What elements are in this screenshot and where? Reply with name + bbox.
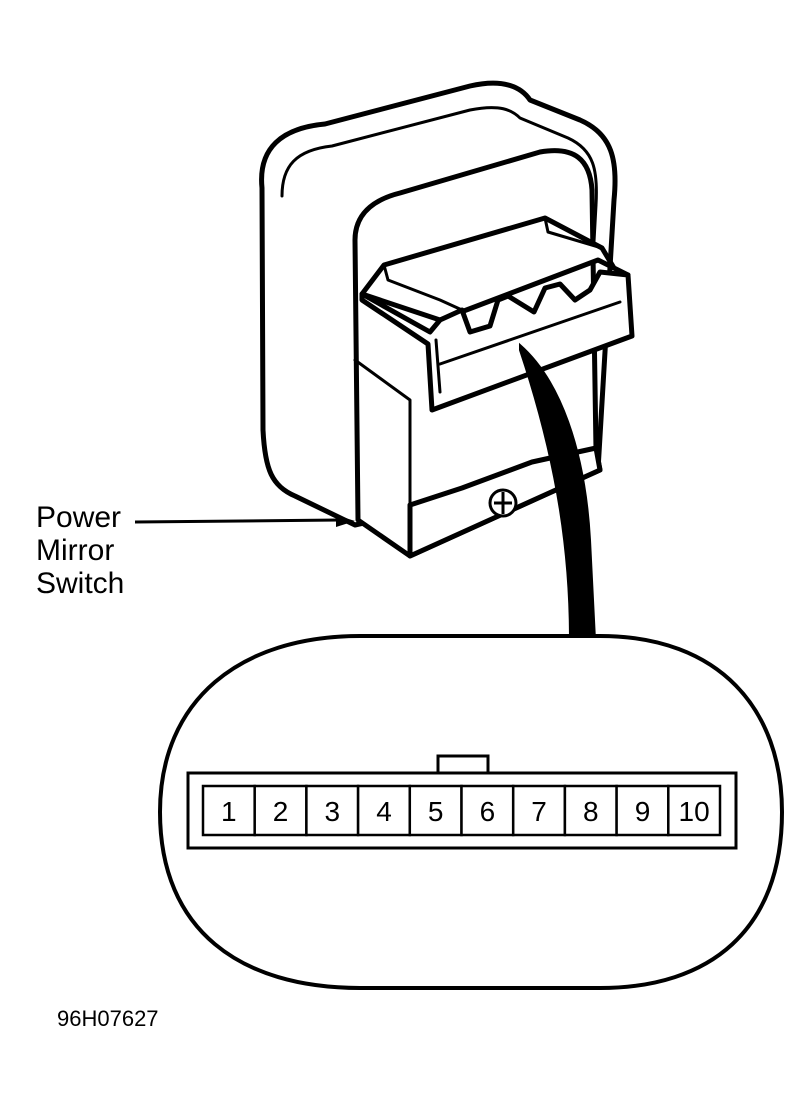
pin-number: 8 [583,796,599,827]
connector-block-ledge [434,300,622,394]
pin-cavity [253,784,308,837]
pin-number: 6 [480,796,496,827]
connector-pin-5: 5 [408,784,463,837]
housing-seam [353,358,412,558]
pin-cavity [305,784,360,837]
pin-number: 9 [635,796,651,827]
connector-pin-6: 6 [460,784,515,837]
connector-pin-7: 7 [511,784,567,837]
pin-cavity [667,784,722,837]
connector-pin-1: 1 [201,784,256,837]
callout-leader [134,515,355,527]
figure-id: 96H07627 [57,1006,159,1031]
pin-number: 7 [531,796,547,827]
connector-pin-3: 3 [305,784,360,837]
connector-block-front [359,269,635,413]
callout-label-line-1: Power [36,501,121,534]
pin-number: 2 [273,796,289,827]
pin-number: 10 [679,796,710,827]
callout-label: Power Mirror Switch [36,501,129,600]
pin-cavity [511,784,567,837]
callout-label-line-3: Switch [36,567,124,600]
pin-number: 4 [376,796,392,827]
connector-pin-10: 10 [667,784,722,837]
connector-pins: 1 2 3 4 5 6 7 8 9 10 [201,784,722,837]
connector-lock-tab [436,754,490,776]
pin-number: 5 [428,796,444,827]
pin-cavity [201,784,256,837]
connector-pin-9: 9 [615,784,670,837]
pin-number: 3 [325,796,341,827]
connector-slots [382,216,604,312]
pin-number: 1 [221,796,237,827]
pin-cavity [615,784,670,837]
pin-cavity [563,784,618,837]
connector-pin-8: 8 [563,784,618,837]
callout-label-line-2: Mirror [36,534,114,567]
power-mirror-switch [259,80,635,559]
connector-pin-4: 4 [356,784,412,837]
switch-bezel-inner [280,106,598,462]
pin-cavity [356,784,412,837]
pin-cavity [460,784,515,837]
connector-pin-2: 2 [253,784,308,837]
screw-icon [488,488,518,518]
